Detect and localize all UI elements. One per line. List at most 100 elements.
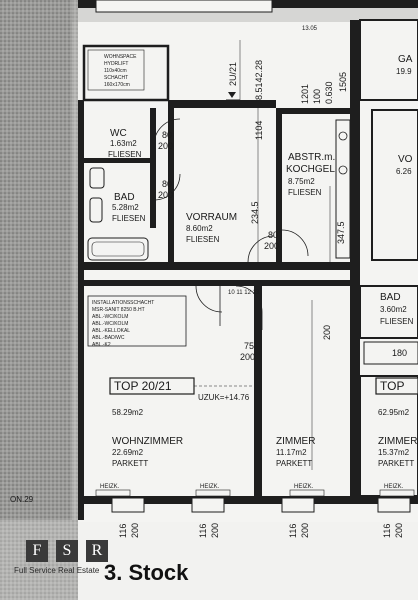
dim-bad-door-200: 200	[158, 190, 173, 200]
room-zimmer-name: ZIMMER	[276, 436, 315, 447]
logo-letter-r: R	[86, 540, 108, 562]
room-right-mid-area: 6.26	[396, 167, 412, 176]
dim-100: 100	[312, 89, 322, 104]
bathtub	[87, 237, 149, 261]
svg-text:ABL.-K2: ABL.-K2	[92, 342, 111, 348]
room-right-top-name: GA	[398, 54, 413, 65]
room-vorraum-floor: FLIESEN	[186, 235, 220, 244]
svg-text:MSR-SANIT 8250 B.HT: MSR-SANIT 8250 B.HT	[92, 307, 145, 313]
wall-h-top	[168, 100, 276, 108]
door-arc-zimmer	[235, 285, 263, 313]
room-wc-name: WC	[110, 128, 127, 139]
room-right-mid-name: VO	[398, 154, 413, 165]
room-bad-floor: FLIESEN	[112, 214, 146, 223]
dim-window-4: 116	[382, 524, 392, 538]
room-zimmer-right-floor: PARKETT	[378, 459, 414, 468]
svg-text:ABL.-WC/KOLM: ABL.-WC/KOLM	[92, 314, 128, 320]
dim-bad-door-80: 80	[162, 179, 172, 189]
svg-text:160x170cm: 160x170cm	[104, 82, 130, 88]
door-arc-vorraum	[247, 235, 275, 263]
room-bad-name: BAD	[114, 192, 135, 203]
unit-topright-label: TOP	[380, 379, 404, 393]
outer-wall-bottom	[78, 496, 418, 504]
right-bath-tub	[363, 341, 418, 365]
logo-tagline: Full Service Real Estate	[14, 566, 100, 575]
annotation-uzuk: UZUK=+14.76	[198, 393, 250, 402]
wall-vertical-mid	[276, 110, 282, 266]
dim-window-3b: 200	[300, 523, 310, 538]
svg-text:ABL.-KELLOKAL: ABL.-KELLOKAL	[92, 328, 130, 334]
heating-label-1: HEIZK.	[100, 484, 120, 490]
dim-window-2b: 200	[210, 523, 220, 538]
svg-text:110x40cm: 110x40cm	[104, 68, 127, 74]
dim-window-3: 116	[288, 524, 298, 538]
room-zimmer-right-name: ZIMMER	[378, 436, 417, 447]
dim-2345: 234.5	[250, 201, 260, 224]
door-arc-abstr	[281, 229, 309, 257]
room-bad-right-floor: FLIESEN	[380, 317, 414, 326]
dim-nums-row: 10 11 12 13	[228, 290, 260, 296]
fsr-logo: F S R Full Service Real Estate	[14, 522, 114, 582]
heating-label-2: HEIZK.	[200, 484, 220, 490]
room-wc-floor: FLIESEN	[108, 150, 142, 159]
dim-window-2: 116	[198, 524, 208, 538]
dim-abstr-door-200: 200	[264, 241, 279, 251]
room-bad-area: 5.28m2	[112, 203, 139, 212]
room-wohnzimmer-area: 22.69m2	[112, 448, 144, 457]
left-mid-exterior	[0, 0, 78, 600]
lift-box-text: WOHNSPACE HYDRLIFT 110x40cm SCHACHT 160x…	[104, 54, 137, 88]
svg-text:ABL.-BAD/WC: ABL.-BAD/WC	[92, 335, 125, 341]
dim-630: 0.630	[324, 81, 334, 104]
dim-1104: 1104	[254, 121, 264, 140]
room-bad-right-area: 3.60m2	[380, 305, 407, 314]
dim-1305: 13.05	[302, 26, 318, 32]
svg-text:SCHACHT: SCHACHT	[104, 75, 128, 81]
dim-3475: 347.5	[336, 221, 346, 244]
corner-label: ON.29	[10, 495, 34, 504]
dim-abstr-door-80: 80	[268, 230, 278, 240]
svg-text:ABL.-WC/KOLM: ABL.-WC/KOLM	[92, 321, 128, 327]
room-abstr-name: ABSTR.m.	[288, 152, 335, 163]
kitchen-counter	[335, 119, 351, 259]
dim-window-4b: 200	[394, 523, 404, 538]
wall-vertical-bad	[150, 108, 156, 228]
wash-basin	[89, 197, 103, 223]
dim-180: 180	[392, 348, 407, 358]
room-wc-area: 1.63m2	[110, 139, 137, 148]
sink	[89, 167, 105, 189]
room-right-top-area: 19.9	[396, 67, 412, 76]
wall-vertical-zimmer	[254, 282, 262, 496]
room-abstr-floor: FLIESEN	[288, 188, 322, 197]
dim-wc-door-200: 200	[158, 141, 173, 151]
svg-text:HYDRLIFT: HYDRLIFT	[104, 61, 128, 67]
code-top: 2U/21	[228, 62, 238, 86]
room-vorraum-area: 8.60m2	[186, 224, 213, 233]
room-wohnzimmer-name: WOHNZIMMER	[112, 436, 183, 447]
door-arc-wc	[153, 118, 181, 146]
room-bad-right-name: BAD	[380, 292, 401, 303]
wall-vertical-right	[350, 20, 360, 500]
logo-letter-s: S	[56, 540, 78, 562]
dim-wohn-75: 75	[244, 341, 254, 351]
right-building	[359, 19, 418, 101]
heating-label-3: HEIZK.	[294, 484, 314, 490]
logo-letter-f: F	[26, 540, 48, 562]
dim-5142: 8.5142.28	[254, 60, 264, 100]
dim-zimmer-200: 200	[322, 325, 332, 340]
bottom-windows	[95, 489, 415, 513]
outer-wall-left	[78, 100, 84, 520]
install-shaft-box	[87, 295, 187, 347]
unit-top2021-label: TOP 20/21	[114, 379, 172, 393]
heating-label-4: HEIZK.	[384, 484, 404, 490]
wall-vertical-vorraum	[168, 108, 174, 262]
room-abstr-area: 8.75m2	[288, 177, 315, 186]
dim-1201: 1201	[300, 84, 310, 104]
wall-h-bath	[84, 158, 154, 163]
dim-1505: 1505	[338, 72, 348, 92]
install-box-text: INSTALLATIONSSCHACHT MSR-SANIT 8250 B.HT…	[92, 300, 154, 348]
dim-wc-door-80: 80	[162, 130, 172, 140]
svg-text:INSTALLATIONSSCHACHT: INSTALLATIONSSCHACHT	[92, 300, 154, 306]
room-zimmer-area: 11.17m2	[276, 448, 307, 457]
room-zimmer-floor: PARKETT	[276, 459, 312, 468]
